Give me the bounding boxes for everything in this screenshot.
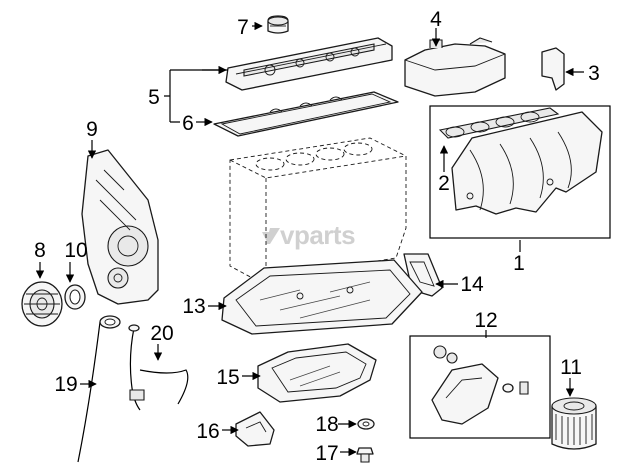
callout-1: 1	[513, 252, 525, 275]
part-valve-cover	[225, 37, 393, 91]
callout-11: 11	[560, 356, 582, 379]
callout-20: 20	[150, 322, 173, 345]
leader-lines	[35, 21, 584, 457]
part-drain-plug-gasket	[357, 418, 375, 430]
callout-16: 16	[196, 420, 219, 443]
part-oil-dipstick	[77, 315, 121, 463]
callout-7: 7	[237, 16, 249, 39]
callout-15: 15	[216, 366, 239, 389]
part-drain-plug	[356, 447, 374, 463]
callout-12: 12	[474, 309, 497, 332]
part-upper-oil-pan	[221, 259, 423, 335]
part-timing-chain-cover	[81, 149, 159, 305]
callout-6: 6	[182, 112, 194, 135]
part-engine-cover	[404, 37, 506, 97]
part-crankshaft-seal	[64, 284, 86, 310]
callout-3: 3	[588, 62, 600, 85]
callout-17: 17	[315, 442, 338, 465]
part-oil-filler-cap	[267, 15, 289, 34]
part-valve-cover-gasket	[213, 91, 399, 137]
watermark: vparts	[262, 220, 356, 250]
part-dipstick-guide-tube	[128, 324, 189, 411]
callout-9: 9	[86, 118, 98, 141]
part-cover-bracket	[541, 47, 565, 91]
part-lower-oil-pan	[257, 343, 377, 403]
callout-19: 19	[54, 373, 77, 396]
watermark-logo-icon	[262, 228, 280, 244]
callout-2: 2	[438, 172, 450, 195]
part-oil-baffle	[235, 411, 275, 447]
callout-8: 8	[34, 239, 46, 262]
part-intake-manifold-box	[429, 105, 611, 239]
callout-5: 5	[148, 86, 160, 109]
watermark-text: vparts	[280, 220, 355, 250]
part-crankshaft-pulley	[21, 281, 63, 327]
part-engine-block-reference	[229, 137, 407, 281]
callout-4: 4	[430, 8, 442, 31]
callout-14: 14	[460, 273, 484, 296]
callout-labels: 1 2 3 4 5 6 7 8 9 10 11 12 13 14 15 16 1…	[34, 8, 600, 465]
callout-18: 18	[315, 413, 338, 436]
part-oil-filter	[551, 397, 597, 450]
callout-13: 13	[182, 295, 205, 318]
callout-10: 10	[64, 239, 87, 262]
part-oil-filter-housing	[409, 335, 551, 439]
